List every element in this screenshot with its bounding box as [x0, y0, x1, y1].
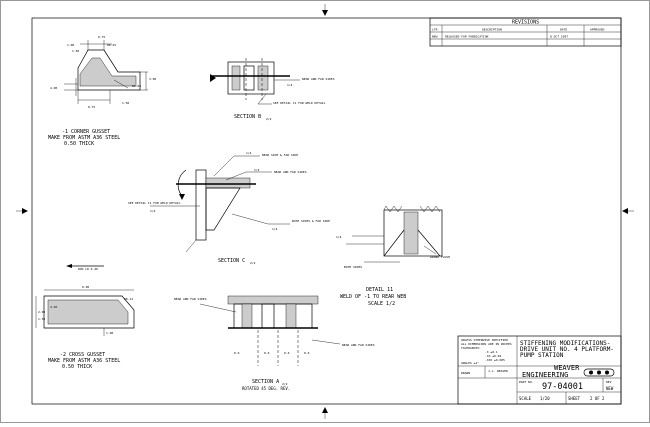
part-no-value: 97-04001 — [542, 382, 583, 392]
section-c-sheet-ref: 2/2 — [250, 261, 256, 265]
detail-11-title: DETAIL 11 — [366, 287, 393, 293]
section-c-title: SECTION C — [218, 258, 245, 264]
section-a-subtitle: ROTATED 45 DEG. REV. — [242, 386, 290, 391]
cross-gusset-material: MAKE FROM ASTM A36 STEEL — [48, 358, 120, 364]
corner-gusset-title: -1 CORNER GUSSET — [62, 129, 110, 135]
drawing-border — [31, 17, 622, 405]
cross-gusset-title: -2 CROSS GUSSET — [60, 352, 105, 358]
drawn-label: DRAWN — [461, 371, 470, 375]
detail-11-weld: 1/4 — [336, 235, 342, 239]
section-c-weld-4: 1/4 — [272, 227, 278, 231]
corner-gusset-dim-9: 0.75 — [88, 105, 95, 109]
tolerance-line-3: TOLERANCES: — [461, 346, 481, 350]
section-c-note-2: NEAR AND FAR SIDES — [274, 170, 307, 174]
rev-row-date: 8 OCT 1997 — [550, 35, 568, 39]
drawn-value: J.L. WEAVER — [488, 369, 508, 373]
cross-gusset-dim-5: 1.00 — [106, 331, 113, 335]
drawing-title-line-3: PUMP STATION — [520, 352, 564, 359]
section-a-view: NEAR AND FAR SIDES NEAR AND FAR SIDES 0.… — [174, 295, 375, 391]
corner-gusset-dim-7: 4.00 — [50, 86, 57, 90]
cross-gusset-view: ROD LR 0.40 6.00 4.50 2.00 1.50 1.00 R0.… — [35, 264, 135, 370]
scale-label: SCALE — [519, 396, 532, 401]
section-b-view: 1/4 NEAR AND FAR SIDES SEE DETAIL 11 FOR… — [210, 58, 335, 121]
cross-gusset-note: ROD LR 0.40 — [78, 267, 98, 271]
section-a-sheet-ref: 2/2 — [282, 382, 288, 386]
corner-gusset-material: MAKE FROM ASTM A36 STEEL — [48, 135, 120, 141]
tolerance-line-1: UNLESS OTHERWISE SPECIFIED — [461, 338, 508, 342]
corner-gusset-dim-4: R0.25 — [107, 43, 116, 47]
corner-gusset-dim-6: 3.00 — [149, 77, 156, 81]
detail-11-view: 1/4 GRIND FLUSH BOTH SIDES DETAIL 11 WEL… — [336, 205, 450, 307]
section-c-weld-2: 1/4 — [254, 168, 260, 172]
section-b-sheet-ref: 2/2 — [266, 117, 272, 121]
section-b-title: SECTION B — [234, 114, 261, 120]
section-a-note-1: NEAR AND FAR SIDES — [174, 297, 207, 301]
centering-marks — [16, 4, 634, 419]
tolerance-line-4: .X ±0.1 — [485, 350, 498, 354]
tolerance-line-5: .XX ±0.02 — [485, 354, 501, 358]
drawing-title-line-1: STIFFENING MODIFICATIONS- — [520, 340, 610, 347]
tolerance-line-7: ANGLES ±1° — [461, 361, 479, 365]
detail-11-scale: SCALE 1/2 — [368, 301, 395, 307]
rev-row-description: RELEASED FOR FABRICATION — [445, 35, 489, 39]
cross-gusset-dim-1: 6.00 — [82, 285, 89, 289]
tolerance-line-6: .XXX ±0.005 — [485, 358, 505, 362]
tolerance-line-2: ALL DIMENSIONS ARE IN INCHES — [461, 342, 512, 346]
corner-gusset-dim-2: 0.75 — [98, 35, 105, 39]
cross-gusset-dim-2: 4.50 — [50, 305, 57, 309]
rev-value: NEW — [606, 386, 614, 391]
section-a-title: SECTION A — [252, 379, 279, 385]
section-a-dim-2: 0.6 — [264, 351, 270, 355]
corner-gusset-dim-8: 1.50 — [122, 101, 129, 105]
section-b-weld: 1/4 — [287, 83, 293, 87]
rev-header-ltr: LTR — [432, 28, 438, 32]
corner-gusset-dim-1: 1.00 — [67, 43, 74, 47]
cross-gusset-thickness: 0.50 THICK — [62, 364, 92, 370]
section-c-view: 1/4 NEAR SIDE & FAR SIDE 1/4 NEAR AND FA… — [128, 151, 330, 265]
section-a-dim-4: 0.6 — [304, 351, 310, 355]
section-a-dim-1: 0.6 — [234, 351, 240, 355]
scale-value: 1/20 — [540, 396, 550, 401]
detail-11-note-sides: BOTH SIDES — [344, 265, 362, 269]
section-a-dim-3: 0.6 — [284, 351, 290, 355]
sheet-label: SHEET — [568, 396, 581, 401]
section-c-note-4: BOTH SIDES & FAR SIDE — [292, 219, 330, 223]
title-block: UNLESS OTHERWISE SPECIFIED ALL DIMENSION… — [457, 335, 622, 405]
cross-gusset-dim-4: 1.50 — [38, 317, 45, 321]
cross-gusset-dim-6: R0.12 — [124, 297, 133, 301]
detail-11-subtitle: WELD OF -1 TO REAR WEB — [340, 294, 406, 300]
detail-11-note-grind: GRIND FLUSH — [430, 255, 450, 259]
rev-label: REV — [606, 380, 612, 384]
section-b-note-sides: NEAR AND FAR SIDES — [302, 77, 335, 81]
corner-gusset-thickness: 0.50 THICK — [64, 141, 94, 147]
rev-row-ltr: NEW — [432, 35, 438, 39]
section-b-note-detail: SEE DETAIL 11 FOR WELD DETAIL — [273, 101, 326, 105]
drawing-title-line-2: DRIVE UNIT NO. 4 PLATFORM- — [520, 346, 614, 353]
corner-gusset-dim-5: R1.00 — [132, 84, 141, 88]
company-logo — [583, 368, 615, 377]
company-name-line-2: ENGINEERING — [522, 371, 568, 379]
sheet-value: 2 OF 2 — [590, 396, 605, 401]
company-name-line-1: WEAVER — [554, 364, 580, 372]
cross-gusset-dim-3: 2.00 — [38, 310, 45, 314]
section-c-note-3: SEE DETAIL 11 FOR WELD DETAIL — [128, 201, 181, 205]
part-no-label: PART NO. — [519, 380, 534, 384]
section-c-weld-3: 1/4 — [150, 209, 156, 213]
corner-gusset-dim-3: 1.50 — [72, 49, 79, 53]
section-a-note-2: NEAR AND FAR SIDES — [342, 343, 375, 347]
section-c-weld-1: 1/4 — [246, 151, 252, 155]
section-c-note-1: NEAR SIDE & FAR SIDE — [262, 153, 298, 157]
corner-gusset-view: 1.00 0.75 1.50 R0.25 R1.00 3.00 4.00 1.5… — [48, 35, 156, 147]
revisions-title: REVISIONS — [512, 20, 539, 26]
rev-header-description: DESCRIPTION — [482, 28, 502, 32]
rev-header-approved: APPROVED — [590, 28, 605, 32]
rev-header-date: DATE — [560, 28, 567, 32]
revisions-block: REVISIONS LTR DESCRIPTION DATE APPROVED … — [429, 17, 622, 47]
